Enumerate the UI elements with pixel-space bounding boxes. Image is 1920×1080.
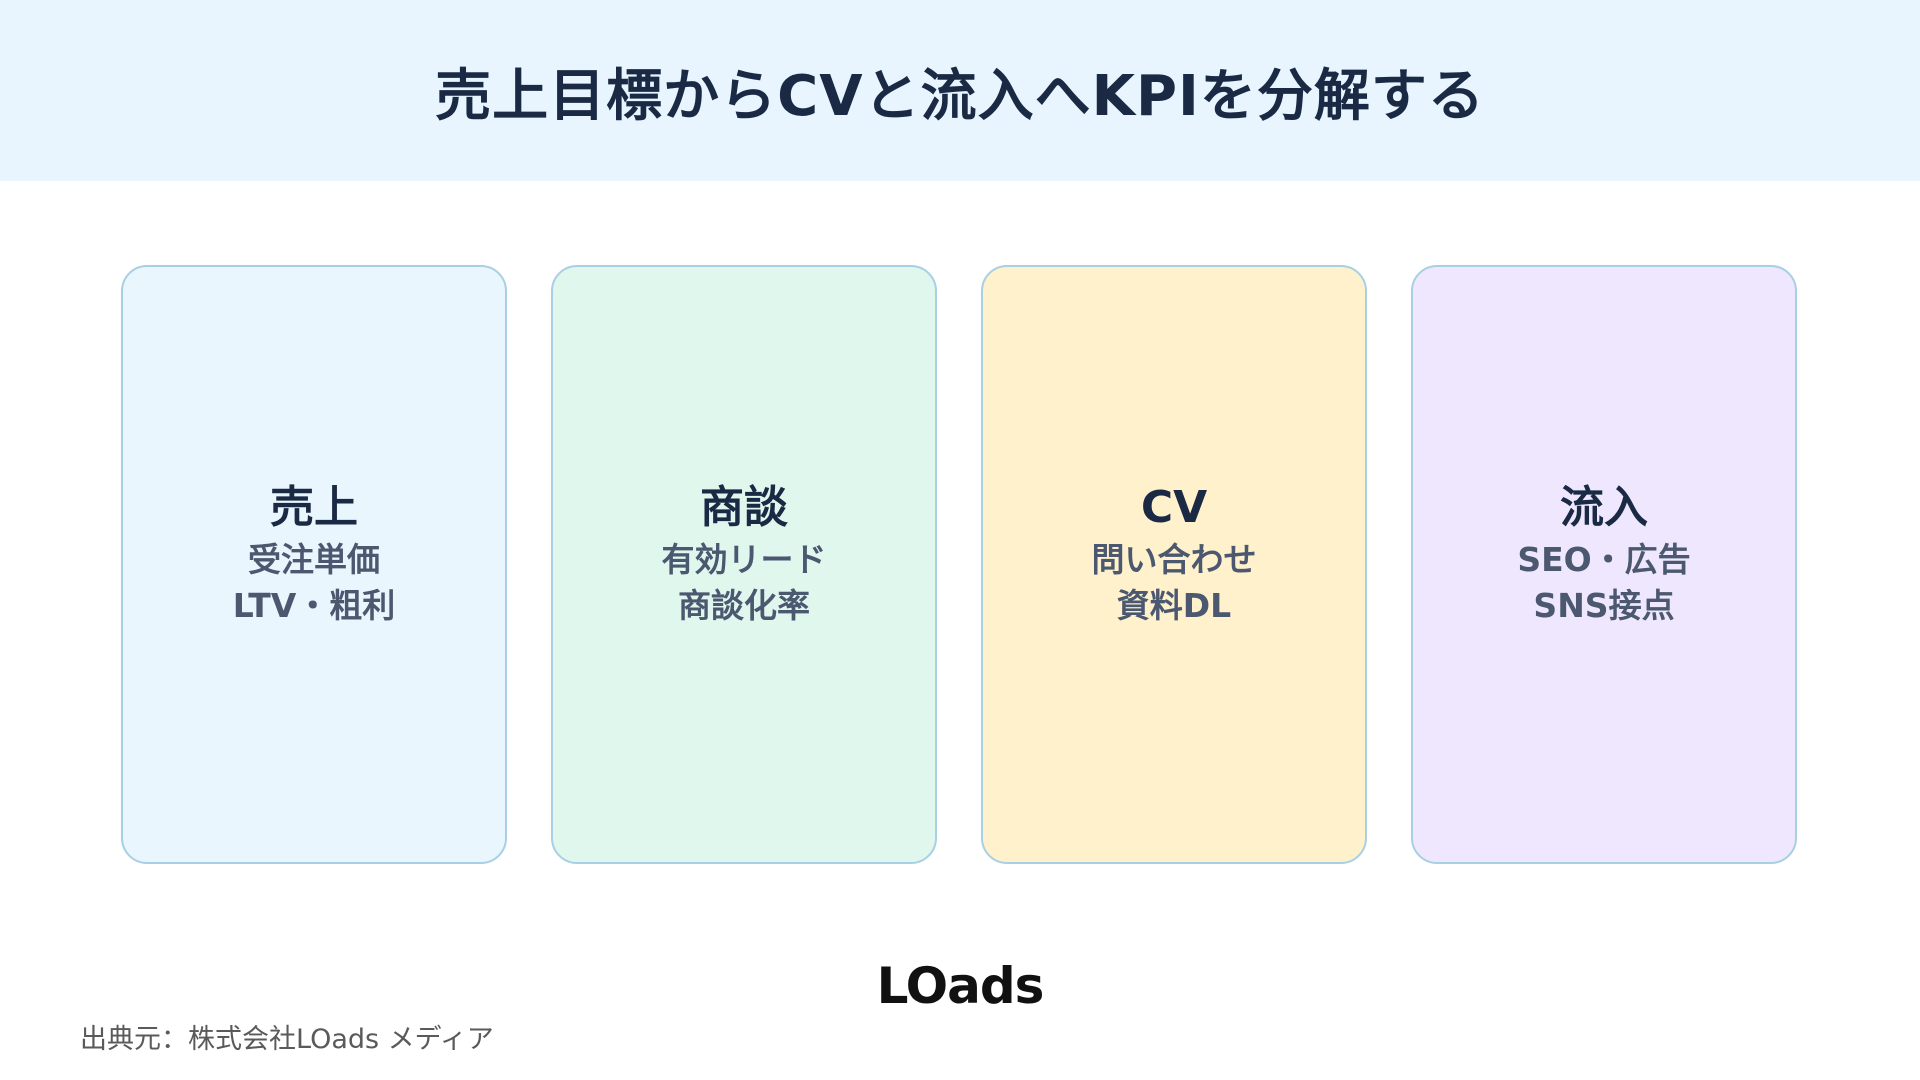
card-title: 売上 [270,481,358,533]
kpi-card-sales: 売上 受注単価 LTV・粗利 [121,265,507,864]
card-line: 有効リード [661,540,827,580]
card-title: 商談 [700,481,788,533]
card-title: 流入 [1560,481,1648,533]
source-credit: 出典元：株式会社LOads メディア [80,1024,494,1055]
card-line: 受注単価 [248,540,380,580]
brand-logo: LOads [0,956,1920,1016]
card-line: 問い合わせ [1091,540,1257,580]
card-line: SEO・広告 [1517,540,1691,580]
logo-text: LOads [876,957,1045,1015]
card-line: LTV・粗利 [232,585,396,625]
kpi-card-cv: CV 問い合わせ 資料DL [981,265,1367,864]
card-line: SNS接点 [1533,585,1675,625]
card-line: 資料DL [1116,585,1232,625]
kpi-card-deals: 商談 有効リード 商談化率 [551,265,937,864]
page-title: 売上目標からCVと流入へKPIを分解する [435,64,1485,129]
card-title: CV [1140,481,1208,533]
header-banner: 売上目標からCVと流入へKPIを分解する [0,0,1920,181]
kpi-card-traffic: 流入 SEO・広告 SNS接点 [1411,265,1797,864]
card-line: 商談化率 [678,585,810,625]
